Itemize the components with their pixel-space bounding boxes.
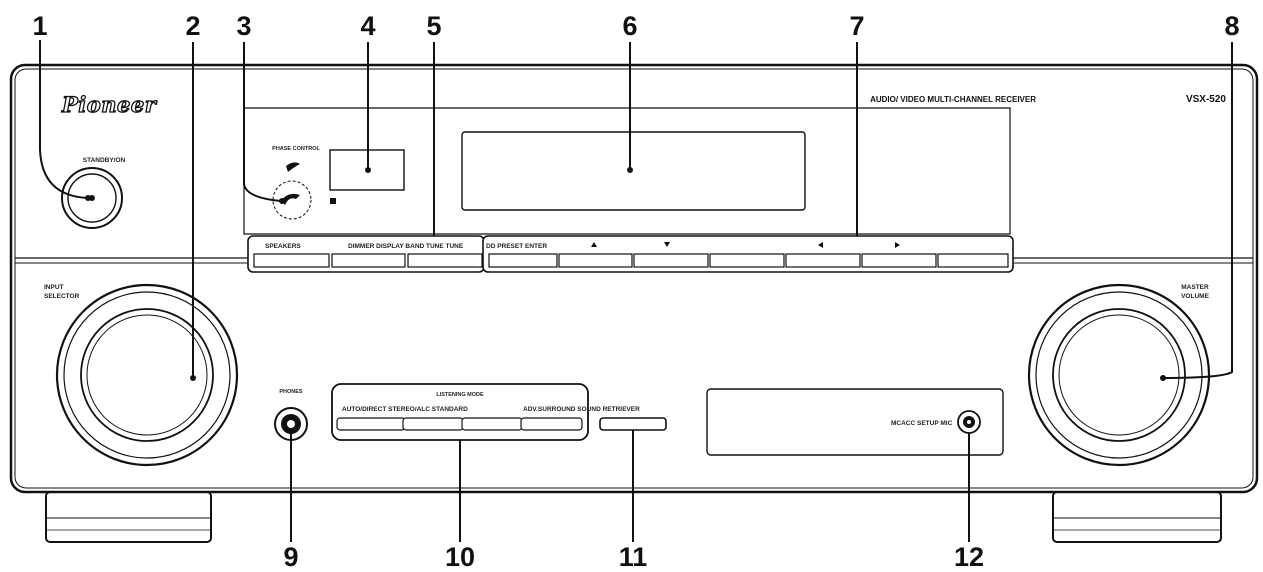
adv-surround-label: ADV.SURROUND SOUND RETRIEVER xyxy=(523,406,640,413)
indicator-led xyxy=(330,198,336,204)
phase-control-badge-icon xyxy=(281,193,300,205)
up-button[interactable] xyxy=(558,253,633,268)
phones-jack[interactable] xyxy=(274,407,308,441)
listening-mode-label: LISTENING MODE xyxy=(436,392,484,398)
main-display xyxy=(461,131,806,211)
model-number: VSX-520 xyxy=(1186,94,1226,105)
right-arrow-icon xyxy=(895,242,900,248)
callout-7: 7 xyxy=(849,11,864,41)
phase-control-sensor-outline xyxy=(272,180,312,220)
standby-label: STANDBY/ON xyxy=(83,157,126,164)
input-selector-label-2: SELECTOR xyxy=(44,293,80,300)
stereo-alc-button[interactable] xyxy=(402,417,464,431)
callout-1: 1 xyxy=(32,11,47,41)
model-caption: AUDIO/ VIDEO MULTI-CHANNEL RECEIVER xyxy=(870,95,1036,104)
dimmer-display-label: DIMMER DISPLAY BAND TUNE TUNE xyxy=(348,243,464,250)
return-button[interactable] xyxy=(937,253,1009,268)
down-arrow-icon xyxy=(664,242,670,247)
brand-logo: Pioneer xyxy=(61,92,158,117)
right-foot xyxy=(1052,491,1222,543)
speakers-label: SPEAKERS xyxy=(265,243,301,250)
listening-mode-group: LISTENING MODE AUTO/DIRECT STEREO/ALC ST… xyxy=(331,383,640,441)
mcacc-label: MCACC SETUP MIC xyxy=(891,420,953,427)
left-arrow-icon xyxy=(818,242,823,248)
sound-retriever-button[interactable] xyxy=(599,417,667,431)
left-button[interactable] xyxy=(785,253,861,268)
up-arrow-icon xyxy=(591,242,597,247)
master-volume-label-1: MASTER xyxy=(1181,284,1209,291)
callout-12: 12 xyxy=(954,542,984,572)
right-button[interactable] xyxy=(861,253,937,268)
master-volume-knob[interactable] xyxy=(1027,283,1211,467)
master-volume-label-2: VOLUME xyxy=(1181,293,1209,300)
input-selector-label-1: INPUT xyxy=(44,284,64,291)
standby-on-button[interactable] xyxy=(61,167,123,229)
callout-2: 2 xyxy=(185,11,200,41)
phase-control-label: PHASE CONTROL xyxy=(272,146,320,152)
button-bar-left: SPEAKERS DIMMER DISPLAY BAND TUNE TUNE xyxy=(247,235,485,273)
preset-label: DD PRESET ENTER xyxy=(486,243,547,250)
dimmer-button[interactable] xyxy=(331,253,406,268)
callout-10: 10 xyxy=(445,542,475,572)
phase-control-icon xyxy=(286,162,300,172)
callout-8: 8 xyxy=(1224,11,1239,41)
preset-button[interactable] xyxy=(488,253,558,268)
callout-4: 4 xyxy=(360,11,375,41)
button-bar-right: DD PRESET ENTER xyxy=(482,235,1014,273)
input-selector-knob[interactable] xyxy=(55,283,239,467)
display-bezel xyxy=(243,107,1011,235)
band-tune-button[interactable] xyxy=(407,253,483,268)
callout-9: 9 xyxy=(283,542,298,572)
speakers-button[interactable] xyxy=(253,253,330,268)
callout-3: 3 xyxy=(236,11,251,41)
left-foot xyxy=(45,491,212,543)
standard-button[interactable] xyxy=(461,417,523,431)
callout-5: 5 xyxy=(426,11,441,41)
mcacc-mic-jack[interactable] xyxy=(957,410,981,434)
down-button[interactable] xyxy=(633,253,709,268)
callout-6: 6 xyxy=(622,11,637,41)
leader-lines xyxy=(39,40,1233,542)
enter-button[interactable] xyxy=(709,253,785,268)
mcacc-panel xyxy=(706,388,1004,456)
phones-label: PHONES xyxy=(279,389,303,395)
auto-direct-button[interactable] xyxy=(336,417,406,431)
adv-surround-button[interactable] xyxy=(520,417,583,431)
leader-dots xyxy=(85,167,1166,381)
callout-11: 11 xyxy=(619,542,648,572)
listening-buttons-label: AUTO/DIRECT STEREO/ALC STANDARD xyxy=(342,406,468,413)
